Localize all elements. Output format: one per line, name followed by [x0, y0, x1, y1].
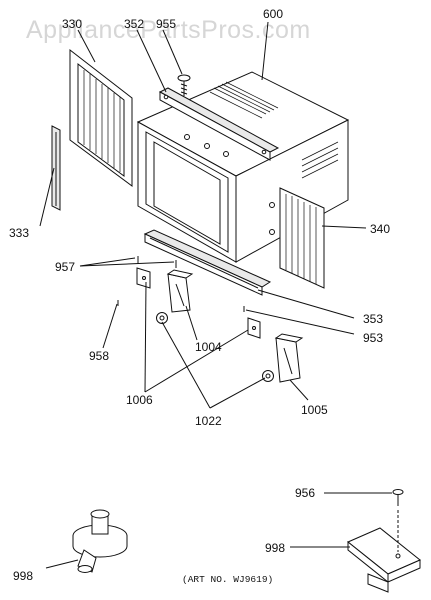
label-953: 953	[363, 331, 383, 345]
label-600: 600	[263, 7, 283, 21]
bracket-1004	[166, 269, 194, 313]
caster-1022-right	[262, 370, 274, 382]
screws-957	[117, 256, 245, 312]
left-louver-panel-330	[69, 48, 133, 187]
caster-1022-left	[156, 312, 168, 324]
bracket-953	[247, 317, 261, 339]
label-352: 352	[124, 17, 144, 31]
watermark-text: AppliancePartsPros.com	[26, 16, 311, 44]
screw-955	[177, 74, 191, 96]
bottom-rail-353	[143, 229, 272, 296]
drain-fitting-998-left	[72, 509, 128, 573]
label-957: 957	[55, 260, 75, 274]
label-1022: 1022	[195, 414, 222, 428]
bracket-1005	[274, 333, 304, 383]
label-955: 955	[156, 17, 176, 31]
side-strip-333	[51, 125, 61, 211]
label-956: 956	[295, 486, 315, 500]
label-1004: 1004	[195, 340, 222, 354]
mounting-bracket-998-right	[347, 527, 421, 593]
art-number: (ART NO. WJ9619)	[182, 574, 273, 585]
label-340: 340	[370, 222, 390, 236]
label-998-left: 998	[13, 569, 33, 583]
top-rail-352	[158, 87, 280, 161]
leader-lines	[39, 21, 392, 569]
label-1006: 1006	[126, 393, 153, 407]
label-998-right: 998	[265, 541, 285, 555]
label-353: 353	[363, 312, 383, 326]
cabinet-housing	[136, 71, 350, 263]
label-958: 958	[89, 349, 109, 363]
label-1005: 1005	[301, 403, 328, 417]
right-louver-panel-340	[279, 187, 325, 289]
label-330: 330	[62, 17, 82, 31]
label-333: 333	[9, 226, 29, 240]
bracket-958	[136, 267, 151, 289]
screw-956	[392, 489, 404, 552]
